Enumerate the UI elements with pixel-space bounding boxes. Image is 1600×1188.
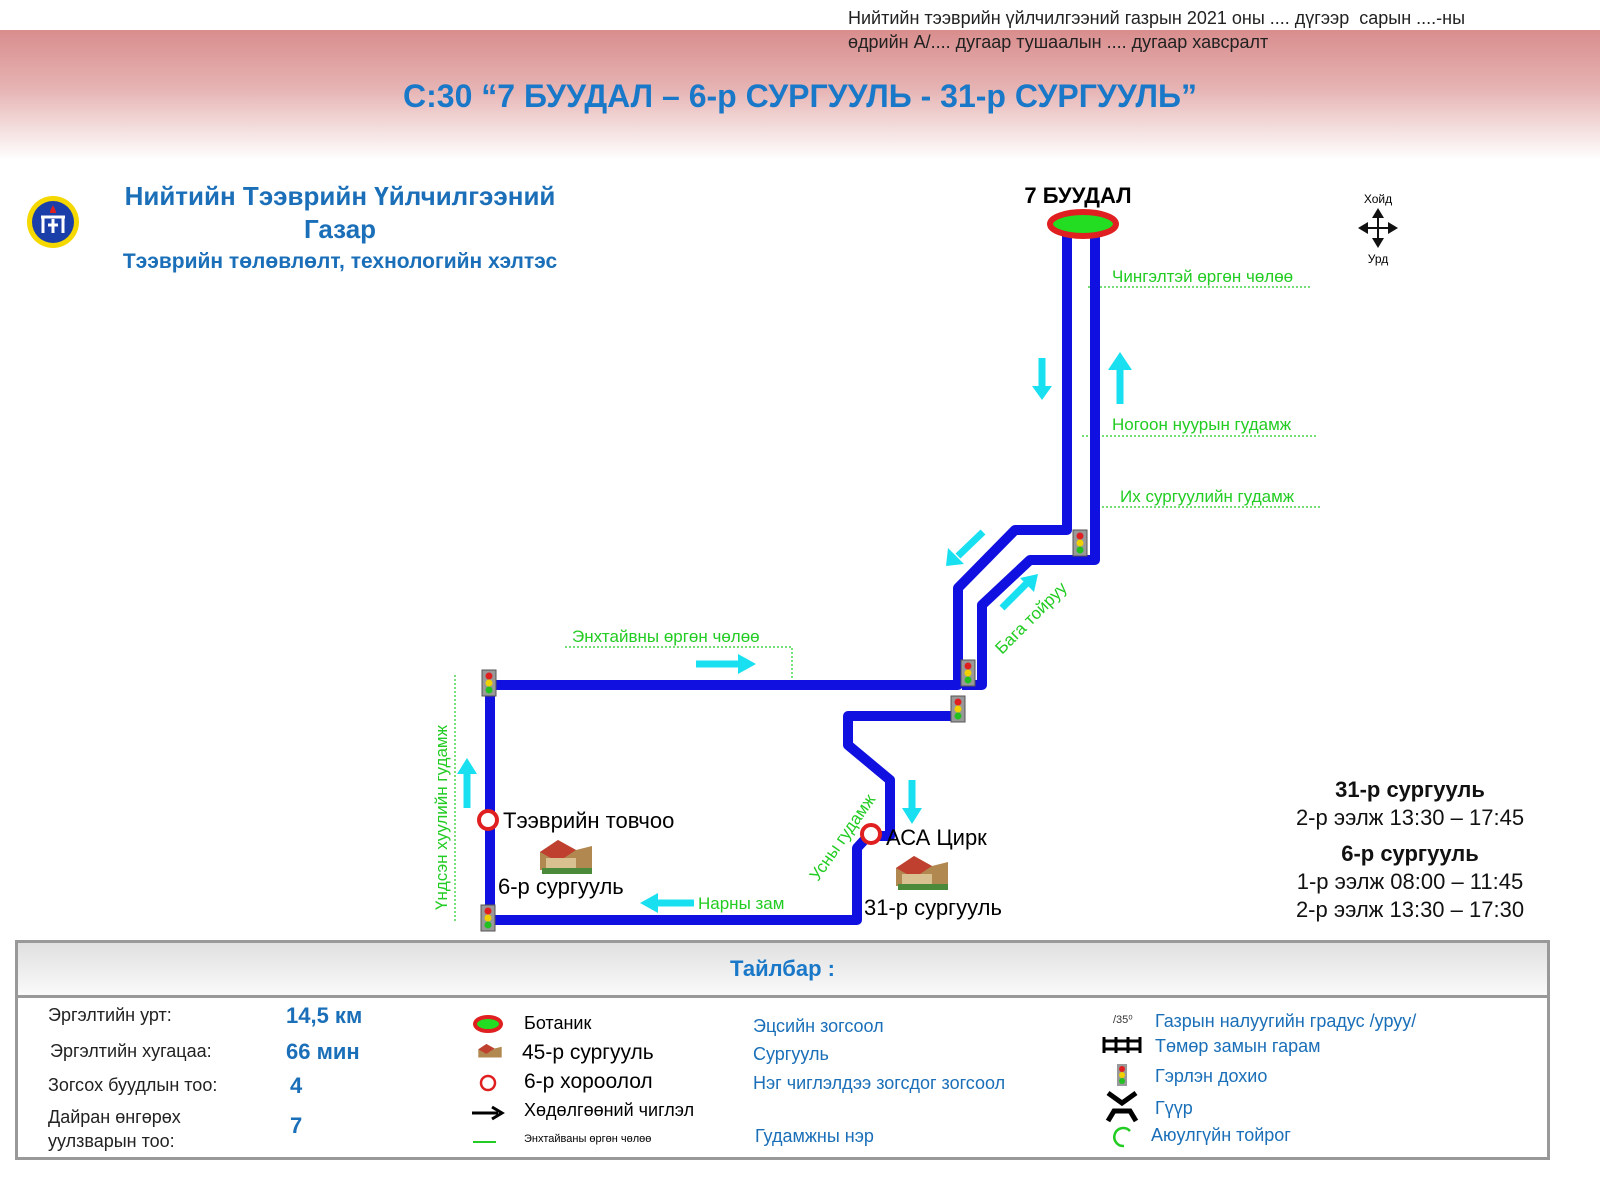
legend-meaning: Сургууль	[753, 1044, 829, 1064]
stat-value: 14,5 км	[286, 1003, 363, 1028]
compass-north: Хойд	[1364, 192, 1392, 206]
legend-symbol-label: Ботаник	[524, 1013, 592, 1033]
arrow-upright-icon	[1020, 574, 1038, 592]
stop-label: Тээврийн товчоо	[503, 808, 674, 833]
roundabout-icon	[1113, 1126, 1131, 1148]
organization-logo	[27, 196, 79, 248]
direction-arrows	[457, 352, 1132, 913]
legend-symbol-label: 6-р хороолол	[524, 1070, 653, 1093]
legend-symbol-label: Энхтайваны өргөн чөлөө	[524, 1133, 652, 1145]
school-icon	[478, 1044, 502, 1058]
legend-other-label: Газрын налуугийн градус /уруу/	[1155, 1011, 1417, 1031]
stat-label: Эргэлтийн хугацаа:	[50, 1041, 212, 1061]
stop-icon	[479, 1074, 497, 1092]
route-title: С:30 “7 БУУДАЛ – 6-р СУРГУУЛЬ - 31-р СУР…	[403, 78, 1197, 114]
legend-title: Тайлбар :	[18, 943, 1547, 998]
school-icon	[540, 840, 592, 874]
school-label: 6-р сургууль	[498, 874, 624, 899]
organization-block: Нийтийн Тээврийн Үйлчилгээний Газар Тээв…	[90, 180, 590, 274]
annex-note: Нийтийн тээврийн үйлчилгээний газрын 202…	[848, 8, 1466, 52]
terminal-label: 7 БУУДАЛ	[1024, 183, 1131, 208]
compass-south: Урд	[1368, 252, 1388, 266]
arrow-down-icon	[902, 808, 922, 824]
stop-label: АСА Цирк	[886, 825, 987, 850]
org-name-line2: Газар	[303, 214, 377, 244]
legend-meaning: Нэг чиглэлдээ зогсдог зогсоол	[753, 1073, 1006, 1093]
legend-other-label: Гүүр	[1155, 1098, 1193, 1118]
terminal-stop-icon	[473, 1015, 503, 1033]
traffic-light-icon	[480, 904, 496, 932]
stat-value: 7	[290, 1113, 303, 1138]
org-name-line1: Нийтийн Тээврийн Үйлчилгээний	[124, 181, 556, 211]
stat-value: 66 мин	[286, 1039, 360, 1064]
stat-value: 4	[290, 1073, 303, 1098]
arrow-left-icon	[640, 893, 658, 913]
schedule-shift: 2-р ээлж 13:30 – 17:45	[1295, 805, 1525, 830]
street-narny: Нарны зам	[698, 894, 784, 913]
arrow-right-icon	[472, 1105, 505, 1121]
legend-other-label: Аюулгүйн тойрог	[1151, 1125, 1291, 1145]
terminal-stop-icon	[1047, 209, 1119, 239]
schedule-school: 6-р сургууль	[1341, 841, 1479, 866]
bridge-icon	[1105, 1090, 1139, 1123]
traffic-light-icon	[1117, 1064, 1127, 1086]
railway-crossing-icon	[1102, 1037, 1142, 1053]
traffic-light-icon	[950, 695, 966, 723]
legend: Тайлбар : Эргэлтийн урт: 14,5 км Эргэлти…	[15, 940, 1550, 1160]
schedule-shift: 2-р ээлж 13:30 – 17:30	[1295, 897, 1525, 922]
legend-other-label: Гэрлэн дохио	[1155, 1066, 1268, 1086]
street-chingeltei: Чингэлтэй өргөн чөлөө	[1112, 267, 1293, 286]
arrow-up-icon	[457, 758, 477, 774]
arrow-down-icon	[1032, 386, 1052, 400]
traffic-light-icon	[1072, 529, 1088, 557]
legend-symbols	[472, 1015, 505, 1143]
schedule-school: 31-р сургууль	[1335, 777, 1485, 802]
slope-sample: /35⁰	[1113, 1014, 1133, 1026]
legend-other-label: Төмөр замын гарам	[1155, 1036, 1321, 1056]
stop-icon	[477, 809, 499, 831]
legend-symbol-label: Хөдөлгөөний чиглэл	[524, 1100, 695, 1120]
street-enkhtaivan: Энхтайвны өргөн чөлөө	[572, 627, 760, 646]
stat-label: Дайран өнгөрөх уулзварын тоо:	[48, 1107, 181, 1151]
street-guides	[454, 286, 1322, 922]
route-line	[485, 232, 1100, 925]
compass-arrows-icon	[1358, 208, 1398, 248]
stop-icon	[860, 823, 882, 845]
street-ikh-surguuli: Их сургуулийн гудамж	[1120, 487, 1295, 506]
arrow-downleft-icon	[946, 548, 964, 566]
header-band	[0, 30, 1600, 160]
compass: Хойд Урд	[1358, 192, 1398, 266]
school-icon	[896, 856, 948, 890]
school-label: 31-р сургууль	[864, 895, 1002, 920]
route-map: Хойд Урд 7 БУУДАЛ Чингэлтэй өргөн чөлөө …	[432, 183, 1398, 932]
legend-symbol-label: 45-р сургууль	[522, 1041, 654, 1064]
stat-label: Зогсох буудлын тоо:	[48, 1075, 218, 1095]
org-department: Тээврийн төлөвлөлт, технологийн хэлтэс	[122, 250, 558, 273]
legend-meaning: Гудамжны нэр	[755, 1126, 874, 1146]
street-undsen-khuuli: Үндсэн хуулийн гудамж	[432, 724, 451, 910]
street-nogoon-nuur: Ногоон нуурын гудамж	[1112, 415, 1292, 434]
traffic-light-icon	[960, 659, 976, 687]
stat-label: Эргэлтийн урт:	[48, 1005, 172, 1025]
legend-other-symbols	[1102, 1037, 1142, 1148]
traffic-light-icon	[481, 669, 497, 697]
arrow-up-icon	[1108, 352, 1132, 370]
arrow-right-icon	[738, 654, 756, 674]
school-schedule: 31-р сургууль 2-р ээлж 13:30 – 17:45 6-р…	[1280, 776, 1540, 924]
legend-meaning: Эцсийн зогсоол	[753, 1016, 884, 1036]
schedule-shift: 1-р ээлж 08:00 – 11:45	[1296, 869, 1524, 894]
